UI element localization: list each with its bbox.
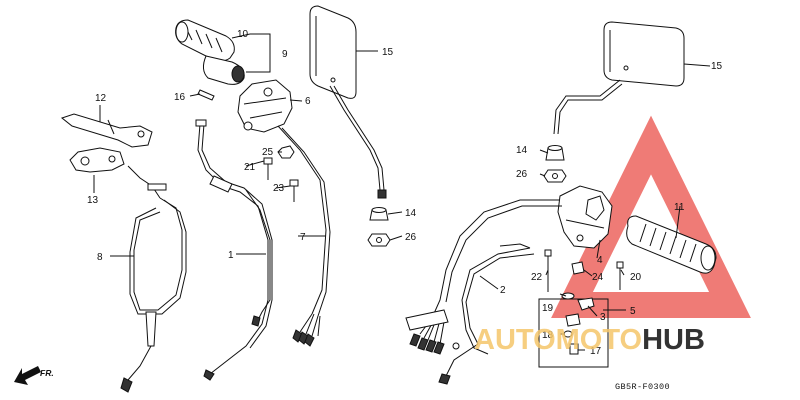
callout-20: 20 [630, 272, 642, 283]
part-switch-wires [245, 125, 331, 347]
part-screw-21 [263, 157, 273, 180]
callout-7: 7 [300, 232, 306, 243]
part-mirror-nut-left [367, 233, 391, 247]
part-screw-16 [197, 89, 215, 101]
part-throttle-housing [237, 79, 293, 133]
front-arrow-icon [14, 366, 41, 385]
callout-25: 25 [262, 147, 274, 158]
callout-23: 23 [273, 183, 285, 194]
part-throttle-grip [175, 19, 235, 62]
watermark-text: AUTOMOTOHUB [474, 324, 705, 356]
callout-26-left: 26 [405, 232, 417, 243]
callout-6: 6 [305, 96, 311, 107]
callout-14-right: 14 [516, 145, 528, 156]
part-mirror-right [553, 21, 685, 135]
part-mirror-rubber-left [369, 207, 389, 221]
callout-12: 12 [95, 93, 107, 104]
part-screw-23 [289, 179, 299, 202]
callout-2: 2 [500, 285, 506, 296]
callout-5: 5 [630, 306, 636, 317]
part-inset-box [538, 292, 609, 368]
callout-22: 22 [531, 272, 543, 283]
callout-21: 21 [244, 162, 256, 173]
diagram-code: GB5R-F0300 [615, 382, 670, 392]
callout-18: 18 [542, 330, 554, 341]
callout-9: 9 [282, 49, 288, 60]
part-mirror-nut-right [543, 169, 567, 183]
direction-label: FR. [40, 368, 54, 378]
part-handlebar-grip [626, 215, 717, 274]
watermark-text-light: AUTOMOTO [474, 324, 642, 356]
callout-17: 17 [590, 346, 602, 357]
part-clutch-lever [60, 113, 153, 148]
watermark-text-dark: HUB [642, 324, 705, 356]
callout-14-left: 14 [405, 208, 417, 219]
callout-26-right: 26 [516, 169, 528, 180]
part-switch-housing [557, 185, 613, 249]
callout-11: 11 [674, 202, 685, 213]
direction-indicator: FR. [14, 366, 54, 385]
callout-13: 13 [87, 195, 99, 206]
callout-15-left: 15 [382, 47, 394, 58]
part-small-hardware [544, 249, 624, 292]
callout-16: 16 [174, 92, 186, 103]
part-mirror-rubber-right [545, 145, 565, 161]
callout-10: 10 [237, 29, 249, 40]
part-lever-bracket [69, 147, 125, 173]
callout-1: 1 [228, 250, 234, 261]
callout-numbers: 12 13 8 10 9 16 6 25 21 23 1 7 15 14 26 … [87, 29, 723, 357]
watermark-triangle [551, 115, 751, 318]
part-switch-cable-right [405, 199, 562, 385]
callout-19: 19 [542, 303, 554, 314]
callout-3: 3 [600, 312, 606, 323]
part-throttle-cable [195, 119, 273, 381]
callout-4: 4 [597, 255, 603, 266]
part-mirror-left [309, 5, 387, 199]
watermark-logo [551, 115, 751, 318]
callout-24: 24 [592, 272, 604, 283]
callout-8: 8 [97, 252, 103, 263]
leader-lines [93, 33, 711, 351]
part-throttle-pipe [202, 55, 245, 85]
part-clutch-cable [120, 165, 187, 393]
callout-15-right: 15 [711, 61, 723, 72]
